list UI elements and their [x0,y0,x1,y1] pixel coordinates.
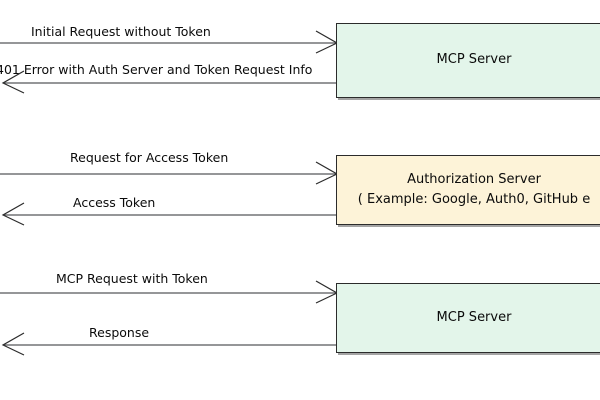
node-authorization-server[interactable]: Authorization Server ( Example: Google, … [336,155,600,225]
node-mcp-server-bottom-label: MCP Server [436,309,512,325]
edge-label-response: Response [89,325,150,340]
edge-label-mcp-request-with-token: MCP Request with Token [56,271,208,286]
node-authorization-server-sublabel: ( Example: Google, Auth0, GitHub e [357,192,591,207]
arrowhead-right-initial-request [315,30,339,54]
edge-label-initial-request: Initial Request without Token [31,24,211,39]
edge-label-401-error: 401 Error with Auth Server and Token Req… [0,62,313,77]
edge-label-access-token: Access Token [73,195,156,210]
node-mcp-server-top-label: MCP Server [436,52,512,68]
arrowhead-right-mcp-request-with-token [315,280,339,304]
edge-label-request-access-token: Request for Access Token [70,150,229,165]
arrowhead-right-request-access-token [315,161,339,185]
node-mcp-server-top[interactable]: MCP Server [336,23,600,98]
node-authorization-server-label: Authorization Server [407,171,541,187]
arrowhead-left-access-token [1,202,25,226]
node-mcp-server-bottom[interactable]: MCP Server [336,283,600,353]
arrowhead-left-response [1,332,25,356]
